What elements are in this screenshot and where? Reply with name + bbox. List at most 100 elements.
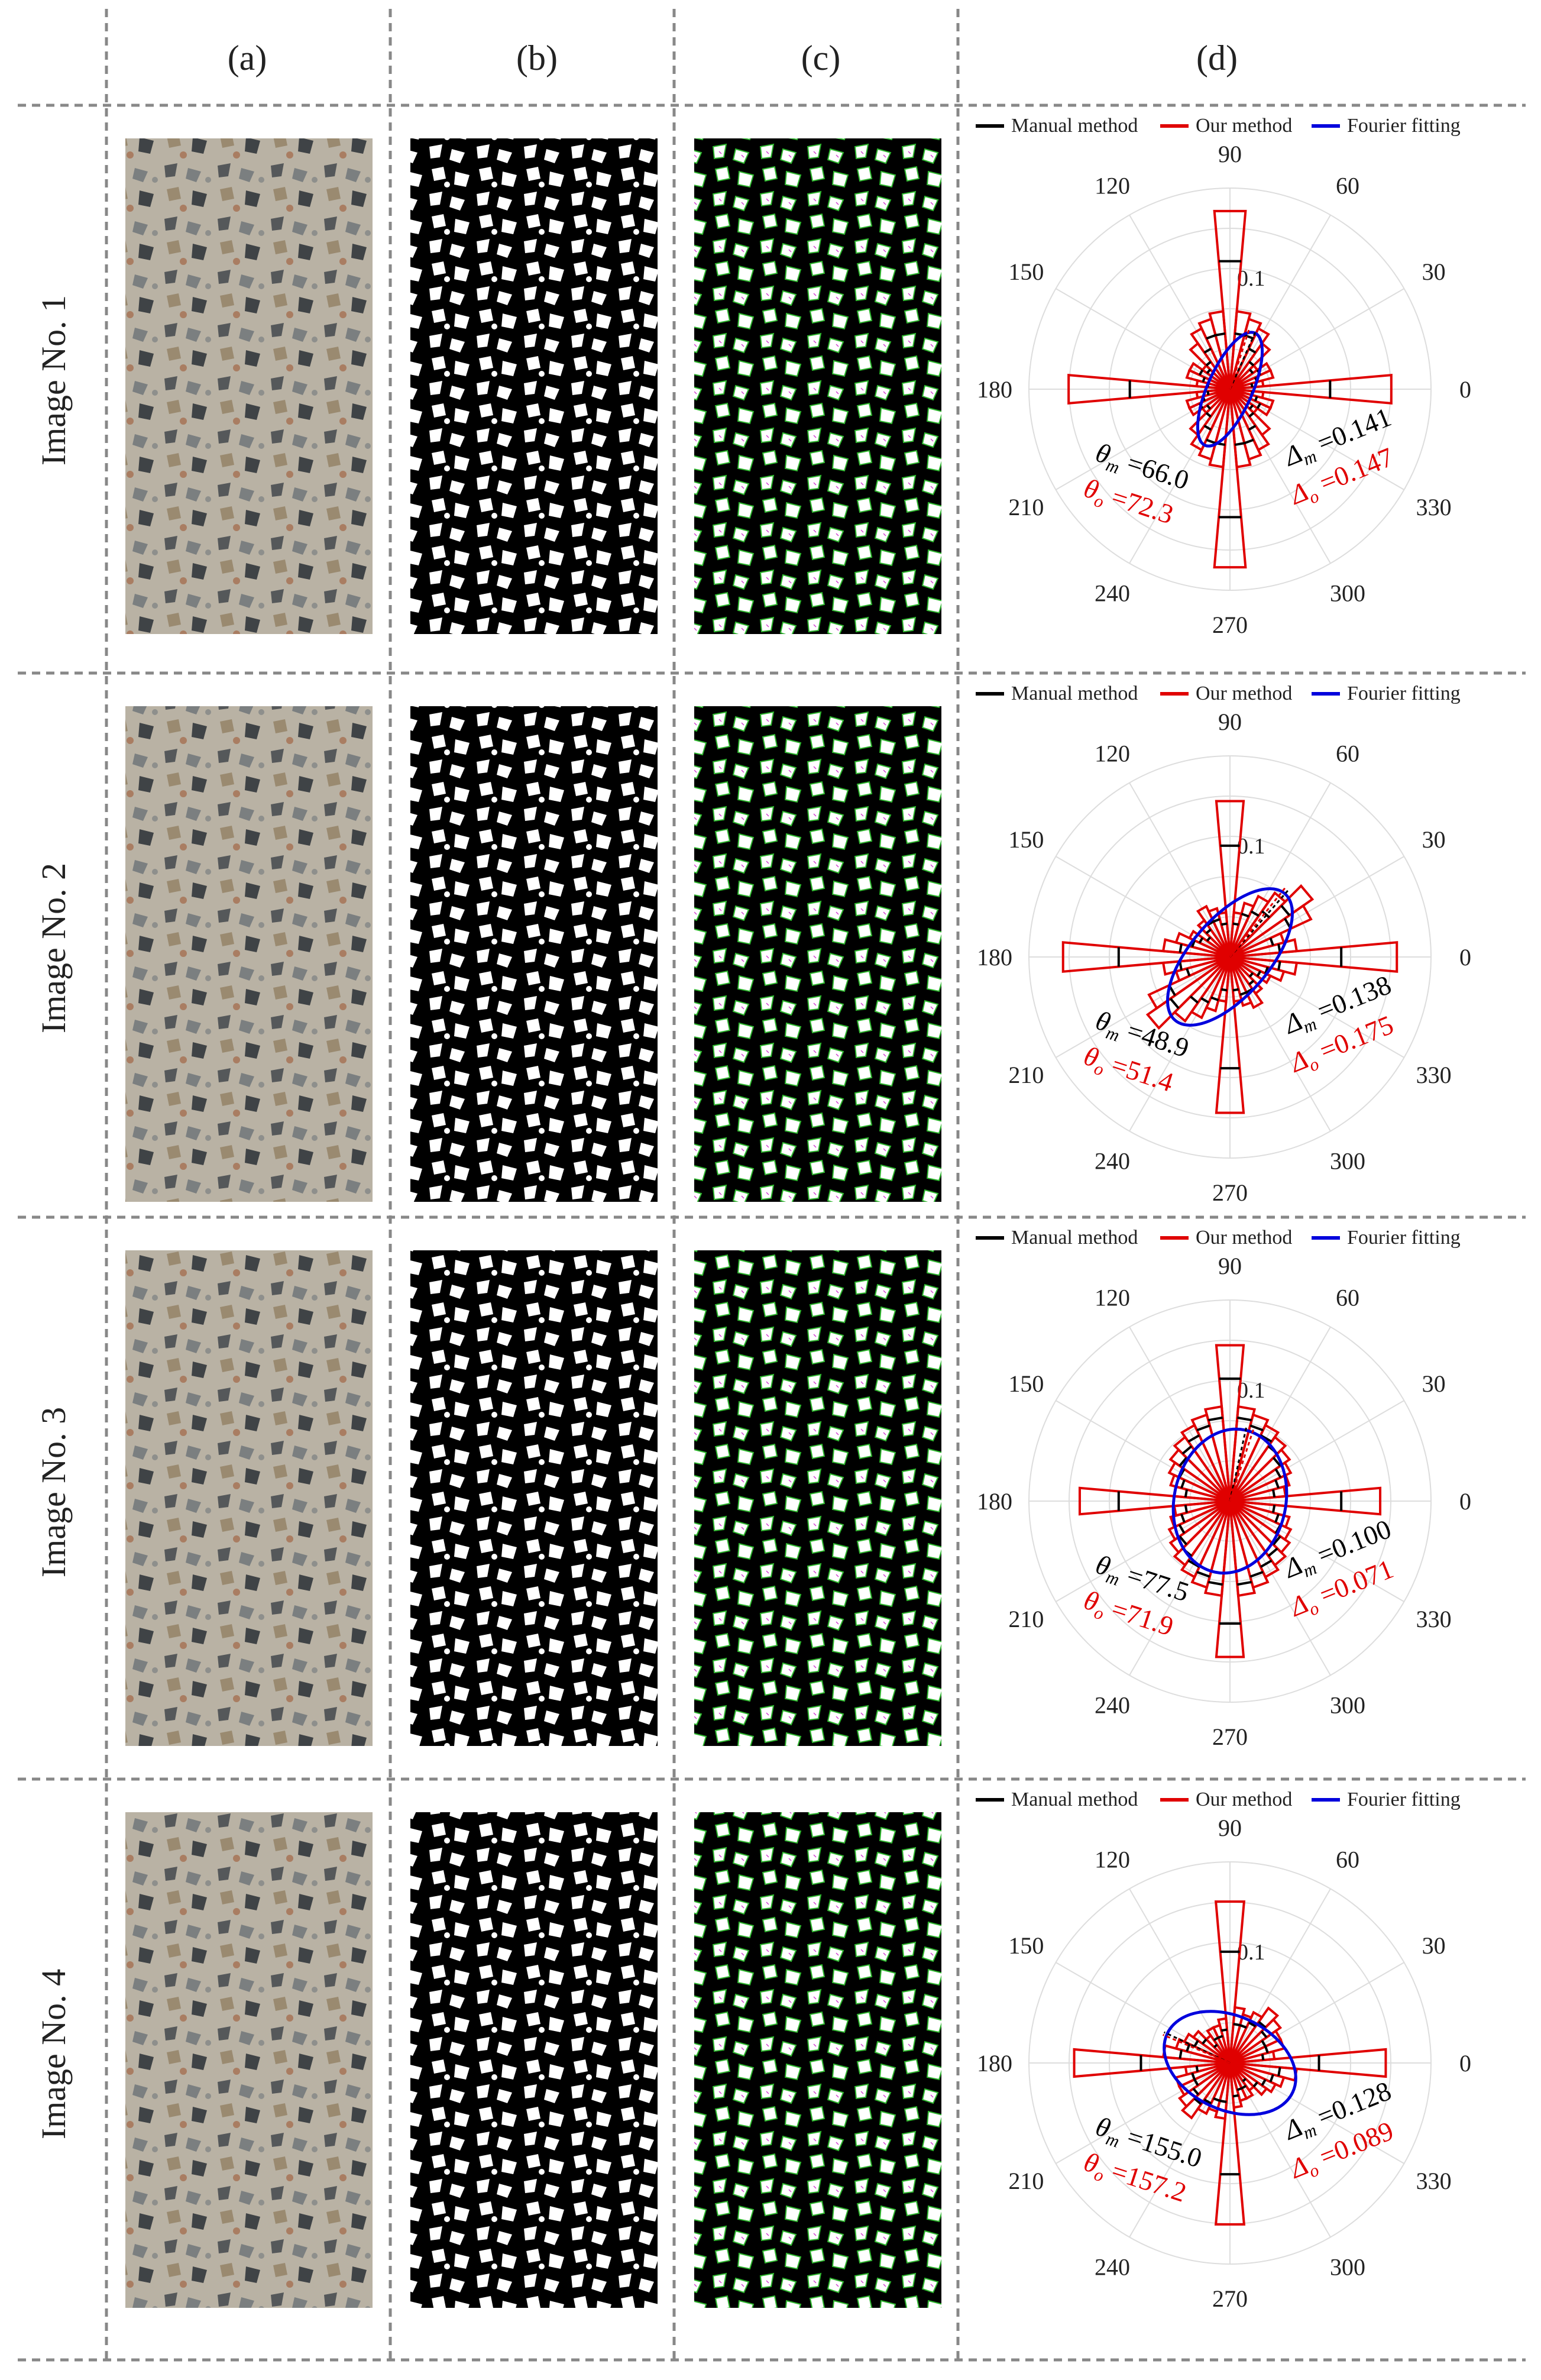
angle-label: 30 [1422,826,1446,853]
manual-method-bar [1256,970,1262,977]
our-method-bar [1213,209,1247,390]
our-direction-line [1163,2033,1231,2064]
angle-label: 300 [1330,580,1365,607]
row-label: Image No. 2 [34,863,73,1033]
angle-label: 0 [1459,1488,1471,1515]
row-label: Image No. 1 [34,295,73,465]
manual-method-bar [1272,1457,1281,1467]
manual-method-bar [1218,2035,1223,2039]
manual-method-bar [1213,2043,1218,2048]
manual-method-bar [1272,1489,1276,1498]
angle-label: 120 [1095,1284,1130,1311]
angle-label: 240 [1095,2254,1130,2281]
manual-method-bar [1260,1559,1273,1569]
angle-label: 270 [1212,1179,1248,1206]
manual-method-bar [1277,961,1281,971]
manual-method-bar [1244,334,1254,340]
manual-method-bar [1178,1524,1186,1534]
manual-method-bar [1192,2088,1200,2096]
angle-label: 30 [1422,258,1446,285]
angle-label: 0 [1459,944,1471,971]
row-label: Image No. 4 [34,1969,73,2139]
fourier-fitting-curve [1163,2010,1297,2116]
angle-label: 300 [1330,2254,1365,2281]
manual-method-bar [1248,972,1254,978]
manual-method-bar [1213,2036,1219,2042]
polar-spoke [1056,1501,1231,1602]
angle-label: 30 [1422,1932,1446,1959]
manual-method-bar [1277,2067,1281,2077]
angle-label: 120 [1095,172,1130,199]
manual-method-bar [1187,1434,1200,1443]
angle-label: 270 [1212,612,1248,638]
figure-rows: Image No. 1 Manual method Our method Fourie… [34,115,1471,2312]
manual-method-bar [1206,368,1212,374]
manual-method-bar [1241,913,1249,918]
polar-spoke [1129,2062,1231,2237]
manual-method-bar [1213,918,1221,923]
angle-label: 330 [1416,1606,1452,1632]
concrete-photo [125,138,373,634]
manual-method-bar [1260,2030,1268,2038]
manual-direction-line [1229,329,1257,390]
manual-method-bar [1221,2028,1228,2032]
manual-method-bar [1181,1445,1193,1455]
manual-method-bar [1169,998,1180,1010]
angle-label: 240 [1095,1148,1130,1175]
manual-method-bar [1249,1570,1264,1578]
manual-method-bar [1203,425,1212,431]
manual-method-bar [1248,404,1254,410]
manual-method-bar [1236,1580,1252,1586]
angle-label: 60 [1336,172,1359,199]
manual-method-bar [1205,412,1212,418]
manual-method-bar [1248,368,1254,374]
manual-method-bar [1236,2087,1242,2091]
angle-label: 270 [1212,1723,1248,1750]
polar-spoke [1229,2062,1404,2164]
manual-method-bar [1206,438,1216,445]
manual-method-bar [1221,922,1228,926]
our-method-bar [1229,941,1398,973]
manual-method-bar [1195,2065,1199,2072]
radial-tick-label: 0.1 [1237,1940,1265,1965]
manual-method-bar [1248,2021,1257,2027]
radial-tick-label: 0.1 [1237,834,1265,859]
column-header-c: (c) [801,38,841,77]
polar-spoke [1229,856,1404,958]
manual-method-bar [1215,332,1226,337]
radial-tick-label: 0.1 [1237,266,1265,291]
angle-label: 300 [1330,1692,1365,1719]
our-method-bar [1229,956,1299,976]
manual-method-bar [1280,904,1291,916]
legend-label: Manual method [1011,1789,1138,1810]
manual-method-bar [1191,940,1196,948]
angle-label: 270 [1212,2285,1248,2312]
manual-method-bar [1261,910,1271,919]
manual-method-bar [1179,943,1183,953]
manual-method-bar [1258,2020,1267,2029]
segmented-image [694,1250,941,1746]
polar-spoke [1056,956,1231,1058]
manual-method-bar [1206,404,1212,410]
manual-method-bar [1256,402,1262,409]
legend-label: Fourier fitting [1347,1789,1461,1810]
manual-method-bar [1252,2081,1258,2088]
angle-label: 30 [1422,1370,1446,1397]
manual-method-bar [1272,1505,1276,1513]
polar-spoke [1129,1327,1231,1502]
angle-label: 330 [1416,1062,1452,1088]
grid-dividers [18,9,1526,2362]
manual-method-bar [1267,1547,1278,1557]
manual-method-bar [1261,2054,1265,2061]
manual-method-bar [1274,1514,1280,1523]
legend-label: Our method [1196,1789,1292,1810]
our-method-bar [1215,956,1245,1114]
manual-method-bar [1264,966,1269,974]
manual-method-bar [1261,2040,1267,2048]
polar-spoke [1229,1962,1404,2064]
polar-spoke [1129,1889,1231,2064]
angle-label: 90 [1218,709,1242,735]
